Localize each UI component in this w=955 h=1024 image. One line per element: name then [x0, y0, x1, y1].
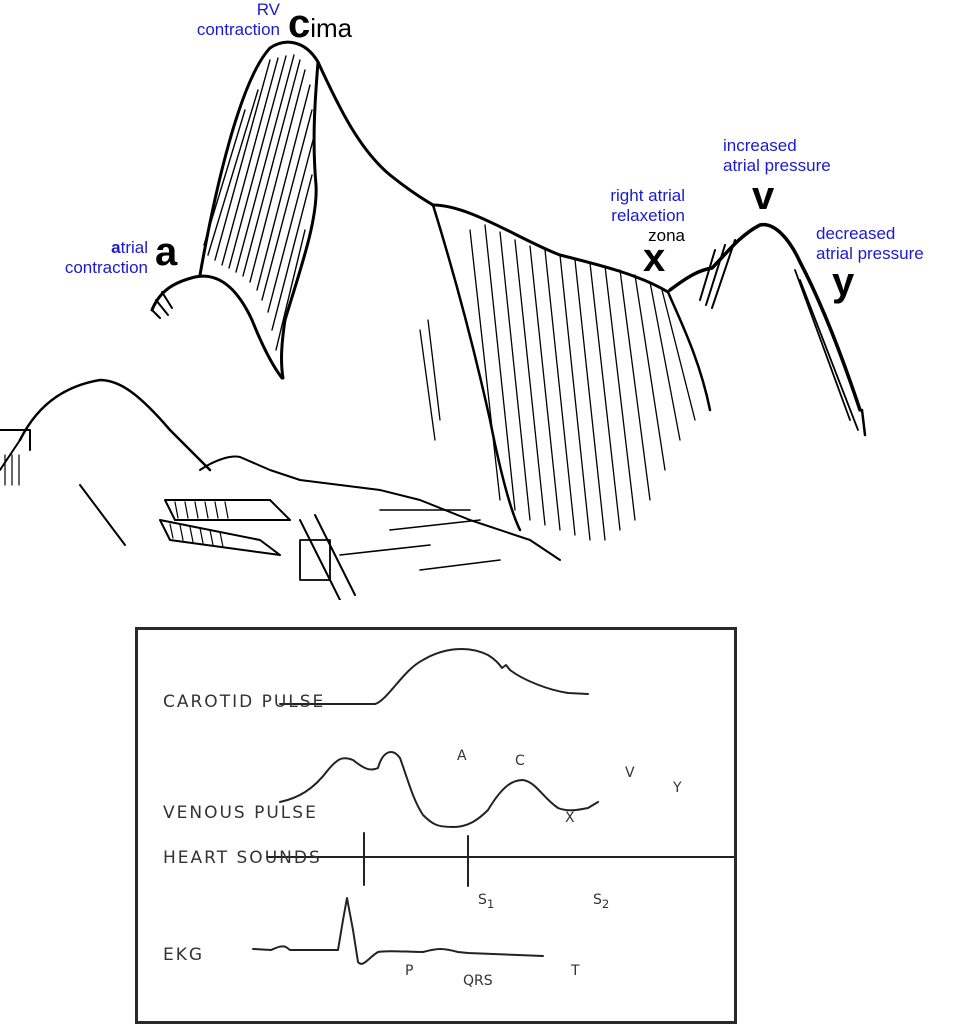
heart-sounds-label: HEART SOUNDS: [163, 848, 322, 868]
s2-marker: S2: [593, 892, 609, 911]
c-wave-caption: RV contraction: [160, 0, 280, 40]
ekg-p-label: P: [405, 963, 414, 979]
a-caption-first: a: [111, 238, 121, 257]
venous-pulse-label: VENOUS PULSE: [163, 803, 318, 823]
s2-sub: 2: [601, 896, 610, 911]
venous-y-label: Y: [673, 780, 682, 796]
a-caption-rest: trial: [120, 238, 148, 257]
venous-v-label: V: [625, 765, 635, 781]
venous-c-label: C: [515, 753, 525, 769]
ekg-qrs-label: QRS: [463, 973, 493, 989]
c-caption-line2: contraction: [196, 20, 280, 39]
y-caption-line2: atrial pressure: [816, 244, 924, 263]
x-caption-zona: zona: [648, 226, 685, 245]
c-suffix: ima: [310, 13, 353, 43]
s2-letter: S: [593, 892, 602, 908]
c-wave-label: cima: [288, 4, 352, 48]
c-letter: c: [288, 2, 311, 46]
carotid-pulse-label: CAROTID PULSE: [163, 692, 326, 712]
x-caption-line2: relaxetion: [611, 206, 685, 225]
waveform-panel: CAROTID PULSE VENOUS PULSE HEART SOUNDS …: [135, 627, 737, 1024]
y-caption-line1: decreased: [816, 224, 896, 243]
y-descent-caption: decreased atrial pressure: [816, 224, 924, 264]
ekg-label: EKG: [163, 945, 205, 965]
mountain-illustration: [0, 40, 867, 600]
a-caption-line2: contraction: [64, 258, 148, 277]
waveform-traces: [252, 648, 734, 965]
y-descent-label: y: [832, 260, 855, 304]
venous-x-label: X: [565, 810, 575, 826]
s1-letter: S: [478, 892, 487, 908]
x-descent-caption: right atrial relaxetion zona: [560, 186, 685, 246]
s1-marker: S1: [478, 892, 494, 911]
x-caption-line1: right atrial: [610, 186, 685, 205]
s1-sub: 1: [486, 896, 495, 911]
v-caption-line1: increased: [723, 136, 797, 155]
v-caption-line2: atrial pressure: [723, 156, 831, 175]
v-wave-label: v: [752, 174, 775, 218]
venous-a-label: A: [457, 748, 467, 764]
a-wave-label: a: [155, 230, 178, 274]
c-caption-line1: RV: [256, 0, 280, 19]
a-wave-caption: atrial contraction: [60, 238, 148, 278]
ekg-t-label: T: [571, 963, 580, 979]
x-descent-label: x: [643, 236, 666, 280]
v-wave-caption: increased atrial pressure: [723, 136, 831, 176]
